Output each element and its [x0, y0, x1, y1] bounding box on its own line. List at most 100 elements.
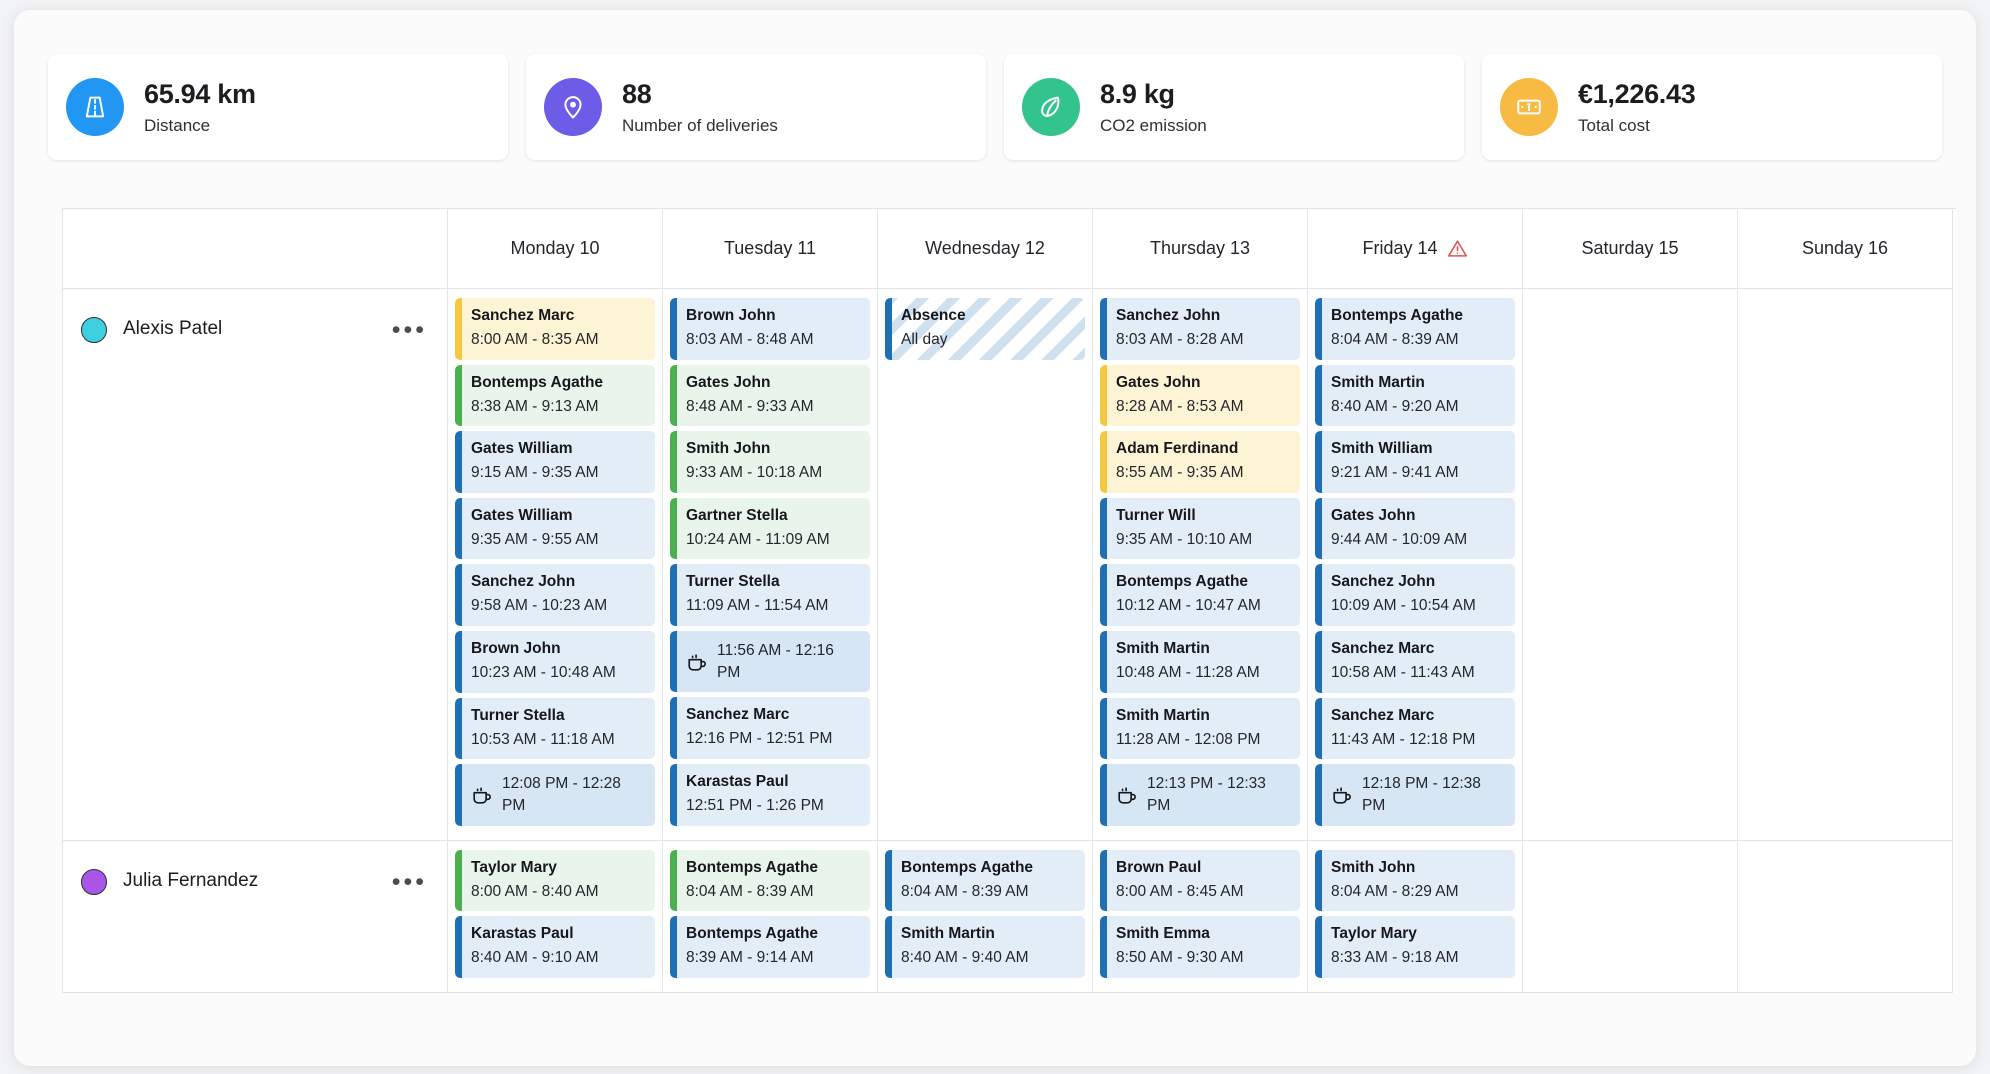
- coffee-cup-icon: [471, 784, 493, 806]
- event-time: 8:00 AM - 8:40 AM: [471, 882, 599, 900]
- resource-more-button[interactable]: •••: [391, 316, 427, 344]
- appointment-event[interactable]: Sanchez Marc 11:43 AM - 12:18 PM: [1315, 697, 1515, 760]
- event-title: Bontemps Agathe: [1116, 573, 1249, 591]
- appointment-event[interactable]: Taylor Mary 8:00 AM - 8:40 AM: [455, 849, 655, 912]
- kpi-value: €1,226.43: [1578, 78, 1696, 109]
- day-header-monday[interactable]: Monday 10: [448, 209, 663, 289]
- event-title: Smith Martin: [1331, 373, 1425, 391]
- event-title: Bontemps Agathe: [686, 925, 819, 943]
- event-time: 8:55 AM - 9:35 AM: [1116, 464, 1244, 482]
- event-time: 10:23 AM - 10:48 AM: [471, 663, 616, 681]
- event-title: Sanchez Marc: [686, 706, 790, 724]
- resource-name: Julia Fernandez: [123, 869, 259, 891]
- kpi-label: Number of deliveries: [622, 115, 778, 135]
- event-time: 8:00 AM - 8:35 AM: [471, 330, 599, 348]
- break-event[interactable]: 12:13 PM - 12:33 PM: [1100, 764, 1300, 826]
- day-cell[interactable]: [1738, 289, 1953, 841]
- break-event[interactable]: 11:56 AM - 12:16 PM: [670, 631, 870, 693]
- day-header-saturday[interactable]: Saturday 15: [1523, 209, 1738, 289]
- break-event[interactable]: 12:08 PM - 12:28 PM: [455, 764, 655, 826]
- resource-cell[interactable]: Alexis Patel•••: [63, 289, 448, 841]
- event-time: 11:43 AM - 12:18 PM: [1331, 730, 1476, 748]
- event-time: 12:18 PM - 12:38 PM: [1362, 775, 1481, 814]
- day-cell[interactable]: [1738, 840, 1953, 993]
- warning-icon[interactable]: [1447, 238, 1468, 259]
- coffee-cup-icon: [686, 651, 708, 673]
- day-header-label: Wednesday 12: [925, 238, 1045, 258]
- day-header-wednesday[interactable]: Wednesday 12: [878, 209, 1093, 289]
- day-header-label: Sunday 16: [1801, 238, 1889, 258]
- day-cell[interactable]: Taylor Mary 8:00 AM - 8:40 AM Karastas Pau…: [448, 840, 663, 993]
- event-title: Sanchez John: [1116, 307, 1221, 324]
- event-time: 12:08 PM - 12:28 PM: [502, 775, 621, 814]
- event-time: 8:04 AM - 8:39 AM: [1331, 330, 1459, 348]
- event-title: Sanchez John: [1331, 573, 1436, 591]
- kpi-value: 8.9 kg: [1100, 78, 1175, 109]
- event-title: Smith Martin: [1116, 640, 1210, 658]
- kpi-label: CO2 emission: [1100, 115, 1207, 135]
- day-header-tuesday[interactable]: Tuesday 11: [663, 209, 878, 289]
- resource-more-button[interactable]: •••: [391, 867, 427, 896]
- coffee-cup-icon: [1331, 784, 1353, 806]
- day-header-thursday[interactable]: Thursday 13: [1093, 209, 1308, 289]
- day-cell[interactable]: [1523, 840, 1738, 993]
- day-header-friday[interactable]: Friday 14: [1308, 209, 1523, 289]
- resource-cell[interactable]: Julia Fernandez •••: [63, 840, 448, 993]
- break-event[interactable]: 12:18 PM - 12:38 PM: [1315, 764, 1515, 826]
- event-title: Taylor Mary: [471, 858, 557, 876]
- day-header-sunday[interactable]: Sunday 16: [1738, 209, 1953, 289]
- event-title: Sanchez Marc: [1331, 706, 1435, 724]
- day-cell[interactable]: [1523, 289, 1738, 841]
